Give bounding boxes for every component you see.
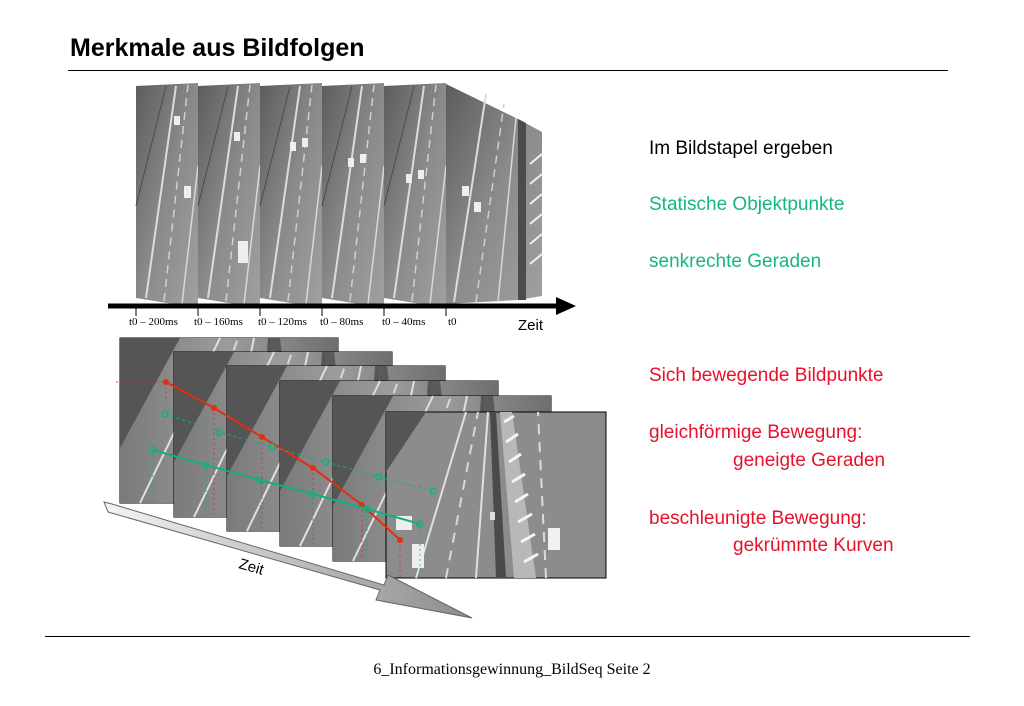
lower-axis-label: Zeit: [237, 556, 267, 579]
static-description: senkrechte Geraden: [649, 251, 822, 272]
lower-frame-stack: [118, 336, 607, 579]
lower-time-axis: Zeit: [103, 501, 473, 619]
red-guide-lines: [116, 381, 401, 578]
uniform-track-points: [149, 446, 424, 528]
uniform-description: geneigte Geraden: [733, 450, 886, 471]
upper-frame-5: [383, 82, 447, 309]
accelerated-label: beschleunigte Bewegung:: [649, 508, 867, 529]
tick-label-1: t0 – 160ms: [194, 316, 243, 328]
upper-tick-marks: [135, 306, 447, 316]
upper-time-axis: t0 – 200ms t0 – 160ms t0 – 120ms t0 – 80…: [108, 297, 576, 334]
footer-rule: [45, 636, 970, 637]
title-underline: [68, 70, 948, 71]
uniform-label: gleichförmige Bewegung:: [649, 422, 863, 443]
upper-frame-3: [259, 82, 323, 309]
upper-frame-4: [321, 82, 385, 309]
upper-frame-2: [197, 82, 261, 309]
uniform-track: [152, 449, 421, 525]
tick-label-5: t0: [448, 316, 457, 328]
accelerated-description: gekrümmte Kurven: [733, 535, 894, 556]
upper-frame-1: [135, 82, 199, 309]
footer-text: 6_Informationsgewinnung_BildSeq Seite 2: [373, 661, 651, 678]
lower-frame-6: [385, 411, 607, 579]
tick-label-2: t0 – 120ms: [258, 316, 307, 328]
static-heading: Statische Objektpunkte: [649, 194, 845, 215]
green-guide-lines: [152, 450, 421, 578]
intro-text: Im Bildstapel ergeben: [649, 138, 833, 159]
upper-axis-label: Zeit: [518, 317, 544, 334]
static-track-points: [161, 410, 437, 495]
motion-tracks: [116, 379, 437, 578]
slide-title: Merkmale aus Bildfolgen: [70, 34, 365, 62]
static-track: [164, 413, 434, 492]
upper-frame-6: [446, 84, 543, 304]
tick-label-3: t0 – 80ms: [320, 316, 363, 328]
moving-heading: Sich bewegende Bildpunkte: [649, 365, 884, 386]
tick-label-4: t0 – 40ms: [382, 316, 425, 328]
upper-frame-stack: [135, 82, 543, 309]
upper-axis-arrowhead: [556, 297, 576, 315]
tick-label-0: t0 – 200ms: [129, 316, 178, 328]
lower-time-arrow: [103, 501, 473, 619]
accelerated-track: [165, 381, 401, 541]
